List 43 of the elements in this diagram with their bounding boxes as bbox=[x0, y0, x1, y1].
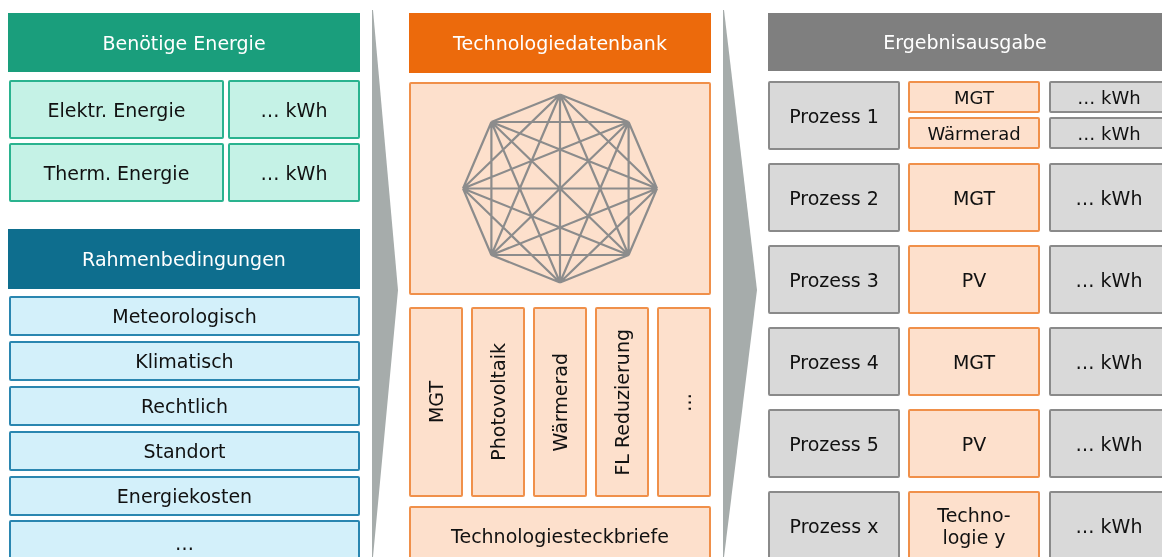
section-header: Rahmenbedingungen bbox=[8, 229, 360, 289]
technology-cell: Photovoltaik bbox=[471, 307, 525, 497]
process-cell: Prozess x bbox=[768, 491, 900, 557]
process-cell: Prozess 3 bbox=[768, 245, 900, 314]
condition-cell: Klimatisch bbox=[9, 341, 360, 381]
technology-cell: Wärmerad bbox=[533, 307, 587, 497]
energy-cell: Elektr. Energie bbox=[9, 80, 224, 139]
technology-cell: MGT bbox=[908, 81, 1040, 113]
process-cell: Prozess 4 bbox=[768, 327, 900, 396]
chevron-arrow bbox=[372, 10, 398, 557]
technology-cell: Technologiesteckbriefe bbox=[409, 506, 711, 557]
condition-cell: … bbox=[9, 520, 360, 557]
technology-cell: … bbox=[657, 307, 711, 497]
energy-cell: … kWh bbox=[228, 143, 360, 202]
process-cell: … kWh bbox=[1049, 491, 1162, 557]
process-cell: … kWh bbox=[1049, 163, 1162, 232]
condition-cell: Energiekosten bbox=[9, 476, 360, 516]
network-box bbox=[409, 82, 711, 295]
section-header: Ergebnisausgabe bbox=[768, 13, 1162, 71]
technology-cell: PV bbox=[908, 245, 1040, 314]
technology-cell: MGT bbox=[908, 327, 1040, 396]
condition-cell: Rechtlich bbox=[9, 386, 360, 426]
chevron-arrow bbox=[723, 10, 757, 557]
process-cell: … kWh bbox=[1049, 117, 1162, 149]
process-cell: … kWh bbox=[1049, 409, 1162, 478]
technology-cell: Techno- logie y bbox=[908, 491, 1040, 557]
condition-cell: Meteorologisch bbox=[9, 296, 360, 336]
energy-cell: … kWh bbox=[228, 80, 360, 139]
technology-cell: Wärmerad bbox=[908, 117, 1040, 149]
technology-cell: MGT bbox=[908, 163, 1040, 232]
process-cell: … kWh bbox=[1049, 327, 1162, 396]
process-cell: Prozess 1 bbox=[768, 81, 900, 150]
process-cell: … kWh bbox=[1049, 245, 1162, 314]
technology-cell: PV bbox=[908, 409, 1040, 478]
section-header: Benötige Energie bbox=[8, 13, 360, 72]
energy-cell: Therm. Energie bbox=[9, 143, 224, 202]
section-header: Technologiedatenbank bbox=[409, 13, 711, 73]
condition-cell: Standort bbox=[9, 431, 360, 471]
process-cell: … kWh bbox=[1049, 81, 1162, 113]
process-cell: Prozess 5 bbox=[768, 409, 900, 478]
technology-cell: FL Reduzierung bbox=[595, 307, 649, 497]
process-cell: Prozess 2 bbox=[768, 163, 900, 232]
technology-cell: MGT bbox=[409, 307, 463, 497]
